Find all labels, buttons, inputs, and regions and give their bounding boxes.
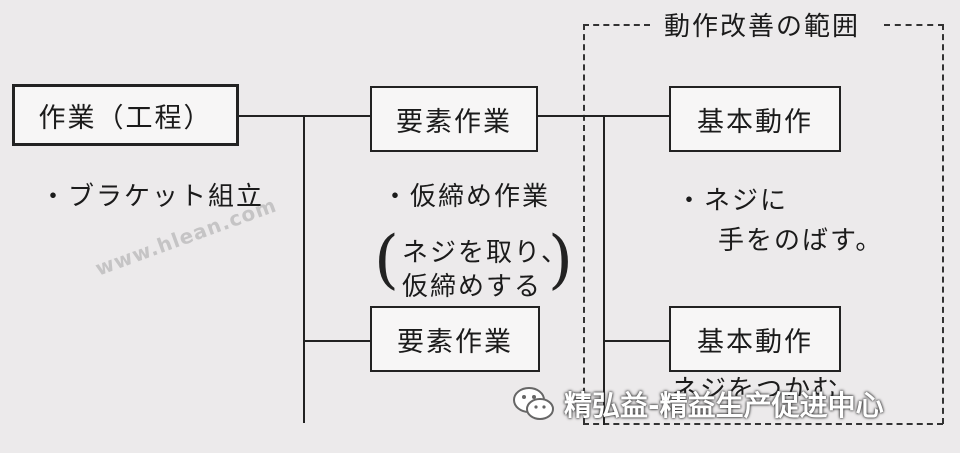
- element-task-box-1: 要素作業: [370, 86, 538, 152]
- basic-motion-label-1: 基本動作: [697, 106, 813, 138]
- process-example: ・ブラケット組立: [40, 182, 265, 212]
- left-paren: (: [374, 223, 399, 297]
- process-box: 作業（工程）: [12, 84, 239, 146]
- element-task-label-1: 要素作業: [396, 106, 512, 138]
- right-paren: ): [548, 223, 573, 297]
- motion-example-line1: ・ネジに: [676, 186, 789, 216]
- connector-element-2: [303, 340, 371, 342]
- scope-border-top-left: [583, 24, 650, 26]
- wechat-stamp: 精弘益-精益生产促进中心: [512, 384, 884, 424]
- trunk-process: [303, 115, 305, 423]
- element-detail-line1: ネジを取り、: [402, 238, 569, 268]
- scope-border-bottom: [583, 423, 943, 425]
- scope-border-left: [583, 24, 585, 424]
- scope-border-top-right: [884, 24, 944, 26]
- connector-motion-2: [603, 340, 670, 342]
- basic-motion-box-2: 基本動作: [669, 306, 841, 372]
- process-label: 作業（工程）: [38, 102, 213, 134]
- scope-label: 動作改善の範囲: [664, 12, 861, 42]
- element-task-box-2: 要素作業: [370, 306, 540, 372]
- basic-motion-box-1: 基本動作: [669, 86, 841, 152]
- element-example: ・仮締め作業: [382, 182, 551, 212]
- basic-motion-label-2: 基本動作: [697, 326, 813, 358]
- element-task-label-2: 要素作業: [397, 326, 513, 358]
- scope-border-right: [942, 24, 944, 424]
- motion-example-partial: ネジをつかむ: [672, 376, 841, 396]
- trunk-element: [603, 115, 605, 425]
- stamp-text: 精弘益-精益生产促进中心: [564, 389, 884, 422]
- element-detail-line2: 仮締めする: [402, 272, 543, 302]
- motion-example-line2: 手をのばす。: [718, 226, 884, 256]
- connector-process: [238, 115, 372, 117]
- wechat-icon: [513, 387, 554, 420]
